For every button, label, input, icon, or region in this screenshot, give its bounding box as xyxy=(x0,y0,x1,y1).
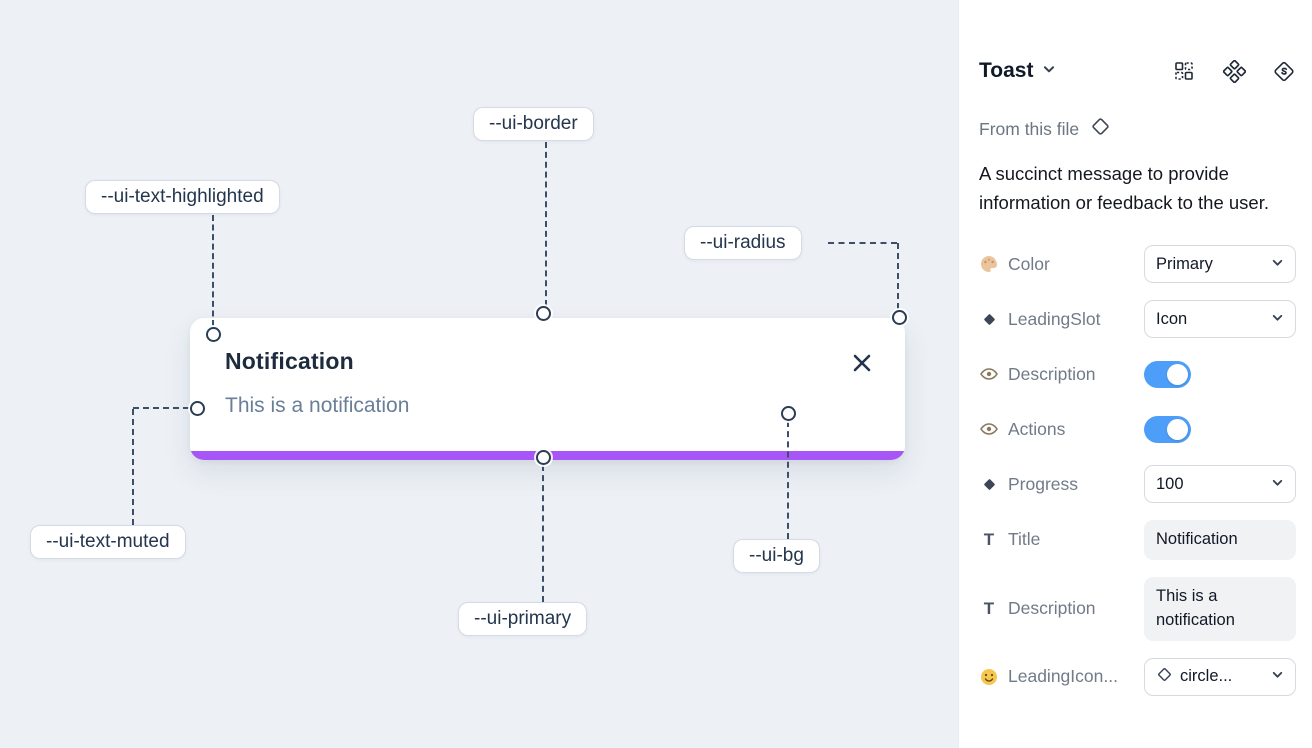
panel-header: Toast xyxy=(979,54,1296,88)
connector-dot-radius xyxy=(892,310,907,325)
preview-canvas: Notification This is a notification --ui… xyxy=(0,0,958,748)
component-selector[interactable]: Toast xyxy=(979,59,1056,83)
properties-panel: Toast xyxy=(958,0,1312,748)
variable-label-radius[interactable]: --ui-radius xyxy=(684,226,802,260)
connector-dot-bg xyxy=(781,406,796,421)
grid-icon[interactable] xyxy=(1172,59,1196,83)
toast-component: Notification This is a notification xyxy=(190,318,905,460)
prop-row-color: Color Primary xyxy=(979,245,1296,283)
source-label: From this file xyxy=(979,118,1080,139)
palette-icon xyxy=(979,254,999,274)
actions-toggle[interactable] xyxy=(1144,415,1191,443)
chevron-down-icon xyxy=(1271,667,1284,686)
prop-label: LeadingSlot xyxy=(979,309,1100,330)
color-select[interactable]: Primary xyxy=(1144,245,1296,283)
diamond-icon xyxy=(979,309,999,329)
prop-label: Actions xyxy=(979,419,1065,440)
connector-line xyxy=(133,407,189,409)
connector-dot-text-muted xyxy=(190,401,205,416)
prop-row-leadingicon: LeadingIcon... circle... xyxy=(979,657,1296,696)
component-description: A succinct message to provide informatio… xyxy=(979,163,1270,213)
text-icon: T xyxy=(983,529,995,549)
toast-title: Notification xyxy=(225,348,354,374)
connector-line xyxy=(132,409,134,525)
smiley-icon xyxy=(979,667,999,687)
connector-line xyxy=(787,421,789,539)
close-icon[interactable] xyxy=(849,350,875,376)
variable-label-text-highlighted[interactable]: --ui-text-highlighted xyxy=(85,180,280,214)
leadingicon-select[interactable]: circle... xyxy=(1144,657,1296,696)
description-input[interactable]: This is a notification xyxy=(1144,576,1296,641)
prop-label: Progress xyxy=(979,474,1078,495)
connector-line xyxy=(897,243,899,309)
prop-row-description-text: T Description This is a notification xyxy=(979,576,1296,641)
chevron-down-icon xyxy=(1042,62,1056,81)
variable-label-bg[interactable]: --ui-bg xyxy=(733,539,820,573)
connector-line xyxy=(828,242,897,244)
toast-description: This is a notification xyxy=(225,394,410,417)
connector-line xyxy=(542,465,544,602)
diamond-s-icon[interactable] xyxy=(1272,59,1296,83)
description-toggle[interactable] xyxy=(1144,360,1191,388)
prop-row-actions-toggle: Actions xyxy=(979,410,1296,448)
connector-line xyxy=(212,215,214,326)
prop-label: T Title xyxy=(979,529,1041,550)
component-icon[interactable] xyxy=(1222,59,1246,83)
diamond-outline-icon xyxy=(1156,666,1173,688)
diamond-outline-icon xyxy=(1090,116,1111,142)
variable-label-primary[interactable]: --ui-primary xyxy=(458,602,588,636)
text-icon: T xyxy=(983,598,995,618)
header-actions xyxy=(1172,59,1296,83)
properties-list: Color Primary LeadingSlot Icon xyxy=(979,245,1296,696)
connector-line xyxy=(545,142,547,306)
connector-dot-border xyxy=(536,306,551,321)
prop-row-title: T Title Notification xyxy=(979,520,1296,560)
prop-row-description-toggle: Description xyxy=(979,355,1296,393)
leadingslot-select[interactable]: Icon xyxy=(1144,300,1296,338)
chevron-down-icon xyxy=(1271,310,1284,329)
chevron-down-icon xyxy=(1271,475,1284,494)
chevron-down-icon xyxy=(1271,255,1284,274)
prop-label: LeadingIcon... xyxy=(979,666,1118,687)
prop-row-progress: Progress 100 xyxy=(979,465,1296,503)
eye-icon xyxy=(979,419,999,439)
connector-dot-text-highlighted xyxy=(206,327,221,342)
title-input[interactable]: Notification xyxy=(1144,520,1296,560)
prop-row-leadingslot: LeadingSlot Icon xyxy=(979,300,1296,338)
prop-label: T Description xyxy=(979,598,1096,619)
panel-title: Toast xyxy=(979,59,1034,82)
prop-label: Description xyxy=(979,364,1096,385)
eye-icon xyxy=(979,364,999,384)
variable-label-border[interactable]: --ui-border xyxy=(473,107,594,141)
diamond-icon xyxy=(979,474,999,494)
prop-label: Color xyxy=(979,254,1050,275)
connector-dot-primary xyxy=(536,450,551,465)
variable-label-text-muted[interactable]: --ui-text-muted xyxy=(30,525,186,559)
source-indicator: From this file xyxy=(979,116,1111,142)
progress-select[interactable]: 100 xyxy=(1144,465,1296,503)
